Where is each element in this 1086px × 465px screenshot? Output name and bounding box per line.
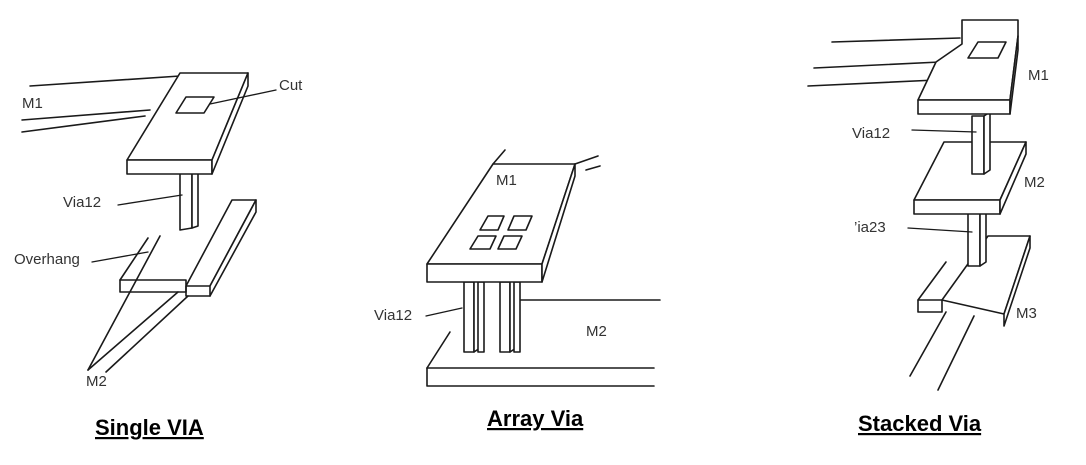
- array-via-via12-label: Via12: [374, 307, 412, 324]
- array-via-m2-label: M2: [586, 323, 607, 340]
- stacked-via-via12-label: Via12: [852, 125, 890, 142]
- array-via-cut: [479, 215, 505, 231]
- single-via-overhang-label: Overhang: [14, 251, 80, 268]
- stacked-via-via12: [971, 111, 991, 175]
- stacked-via-m2-label: M2: [1024, 174, 1045, 191]
- stacked-via-via23-label: ’ia23: [854, 219, 886, 236]
- single-via-m2-plate: [87, 199, 257, 373]
- stacked-via-m1-plate: [917, 19, 1019, 115]
- stacked-via-caption: Stacked Via: [858, 411, 982, 436]
- stacked-via-m2-plate: [913, 141, 1027, 215]
- single-via-cut-label: Cut: [279, 77, 303, 94]
- single-via-m1-label: M1: [22, 95, 43, 112]
- array-via-caption: Array Via: [487, 406, 584, 431]
- single-via-via12-label: Via12: [63, 194, 101, 211]
- array-via-m1-plate: [426, 149, 601, 283]
- single-via-cut: [175, 96, 215, 114]
- stacked-via-m1-wire: [807, 37, 961, 87]
- array-via-cut: [469, 235, 497, 250]
- single-via-m1-wire: [21, 75, 181, 133]
- array-via-m2-plate: [426, 299, 661, 387]
- array-via-cut: [507, 215, 533, 231]
- single-via-figure: M1 Cut Via12 Overhang M2 Single VIA: [14, 72, 303, 440]
- single-via-m1-plate: [126, 72, 249, 175]
- single-via-m2-label: M2: [86, 373, 107, 390]
- stacked-via-m3-plate: [909, 235, 1031, 391]
- array-via-m1-label: M1: [496, 172, 517, 189]
- array-via-cut: [497, 235, 523, 250]
- stacked-via-figure: M1 Via12 M2 ’ia23 M3 Stacked Via: [807, 19, 1049, 436]
- array-via-figure: M1 Via12 M2 Array Via: [374, 149, 661, 431]
- stacked-via-m1-label: M1: [1028, 67, 1049, 84]
- stacked-via-m3-label: M3: [1016, 305, 1037, 322]
- array-via-via12-pillars: [463, 277, 521, 353]
- single-via-caption: Single VIA: [95, 415, 204, 440]
- single-via-via12: [179, 165, 199, 231]
- stacked-via-cut: [967, 41, 1007, 59]
